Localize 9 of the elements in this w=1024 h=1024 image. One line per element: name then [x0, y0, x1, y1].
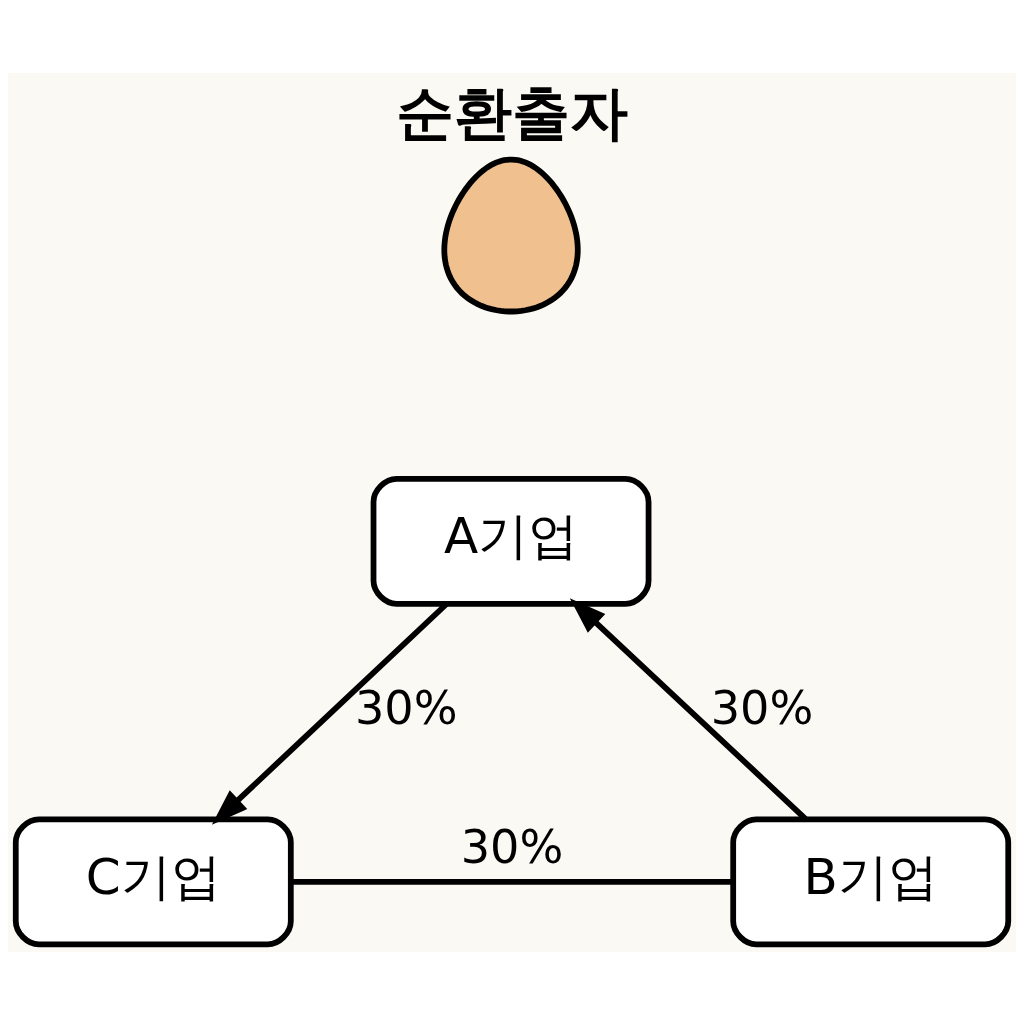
node-box: B기업 — [730, 815, 1012, 947]
diagram-title: 순환출자 — [395, 78, 628, 147]
node-person — [441, 156, 581, 314]
node-box: A기업 — [370, 475, 652, 607]
edge-label: 30% — [710, 680, 814, 734]
edge-label: 30% — [354, 680, 458, 734]
node-box: C기업 — [12, 815, 294, 947]
edge-label: 30% — [460, 819, 564, 874]
connector — [291, 878, 733, 885]
